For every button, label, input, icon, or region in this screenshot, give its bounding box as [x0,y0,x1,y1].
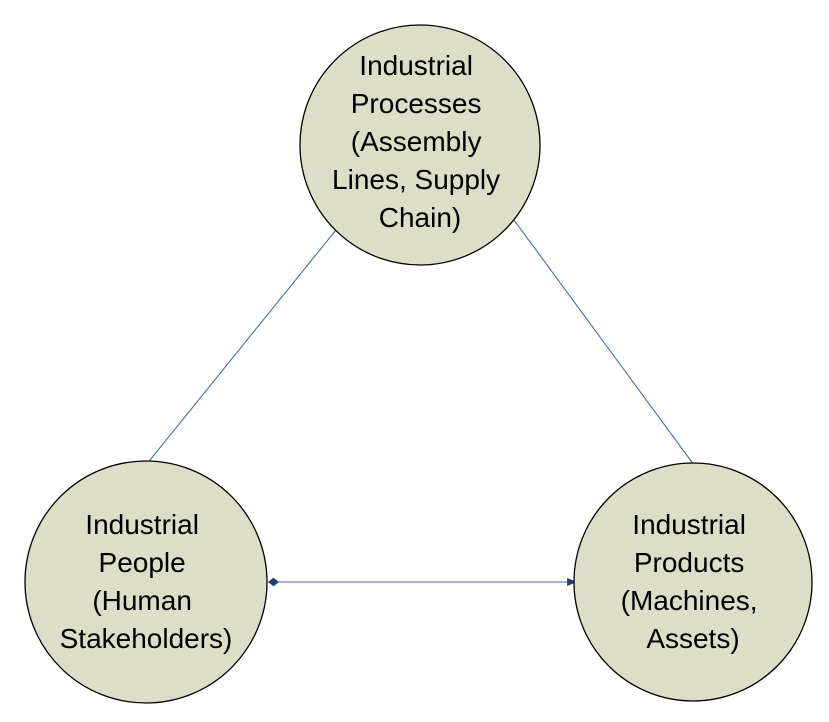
node-products-line: Products [634,547,745,578]
node-industrial-products[interactable]: Industrial Products (Machines, Assets) [573,462,813,702]
connector-processes-people [145,229,337,466]
node-products-line: Assets) [646,623,739,654]
node-products-line: (Machines, [621,585,758,616]
node-people-line: Stakeholders) [60,623,233,654]
node-products-line: Industrial [632,509,746,540]
node-processes-line: Lines, Supply [332,164,500,195]
node-processes-line: Industrial [359,50,473,81]
node-people-circle [24,460,268,704]
node-processes-line: (Assembly [351,126,482,157]
node-products-label: Industrial Products (Machines, Assets) [621,509,766,654]
connector-processes-products [513,219,695,466]
node-products-circle [573,462,813,702]
node-people-label: Industrial People (Human Stakeholders) [60,509,233,654]
node-people-line: People [99,547,186,578]
node-industrial-processes[interactable]: Industrial Processes (Assembly Lines, Su… [299,24,541,266]
node-industrial-people[interactable]: Industrial People (Human Stakeholders) [24,460,268,704]
node-people-line: Industrial [85,509,199,540]
node-people-line: (Human [92,585,192,616]
node-processes-circle [299,24,541,266]
node-processes-label: Industrial Processes (Assembly Lines, Su… [332,50,508,233]
node-processes-line: Processes [351,88,482,119]
node-processes-line: Chain) [379,202,461,233]
